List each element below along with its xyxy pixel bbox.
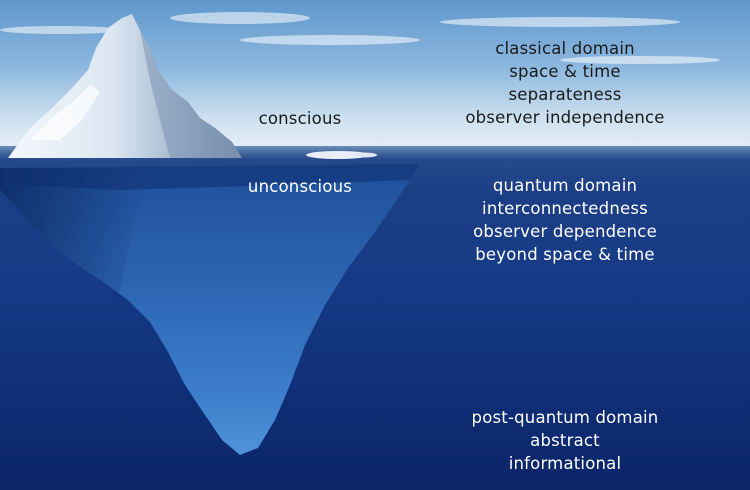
post-quantum-item: informational bbox=[508, 454, 622, 473]
quantum-item: observer dependence bbox=[473, 222, 657, 241]
clouds bbox=[0, 12, 720, 64]
classical-item: space & time bbox=[509, 62, 621, 81]
post-quantum-title: post-quantum domain bbox=[471, 408, 659, 427]
quantum-item: beyond space & time bbox=[475, 245, 655, 264]
quantum-title: quantum domain bbox=[492, 176, 638, 195]
post-quantum-item: abstract bbox=[530, 431, 600, 450]
label-unconscious: unconscious bbox=[247, 177, 353, 196]
post-quantum-domain-block: post-quantum domain abstract information… bbox=[440, 406, 690, 475]
label-conscious: conscious bbox=[258, 109, 342, 128]
quantum-item: interconnectedness bbox=[482, 199, 648, 218]
floating-ice bbox=[306, 151, 370, 159]
classical-item: separateness bbox=[508, 85, 622, 104]
classical-domain-block: classical domain space & time separatene… bbox=[440, 37, 690, 129]
classical-title: classical domain bbox=[495, 39, 635, 58]
quantum-domain-block: quantum domain interconnectedness observ… bbox=[440, 174, 690, 266]
classical-item: observer independence bbox=[465, 108, 665, 127]
iceberg-underwater-shadow bbox=[0, 168, 150, 300]
